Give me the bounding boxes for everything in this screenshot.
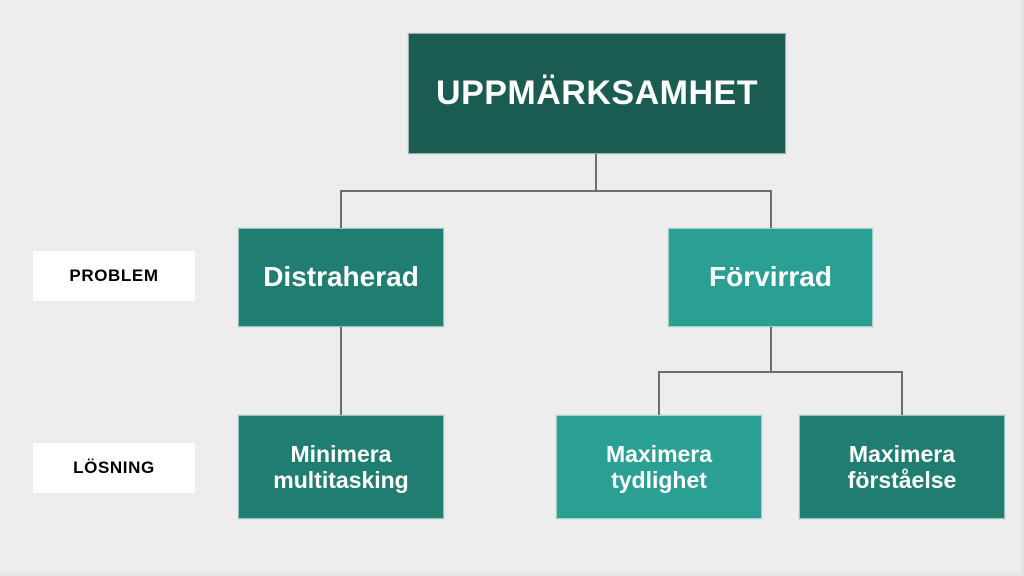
connector-to-forstaelse xyxy=(901,371,903,415)
connector-to-tydlighet xyxy=(658,371,660,415)
connector-root-stem xyxy=(595,154,597,192)
node-distraherad-label: Distraherad xyxy=(263,261,419,293)
connector-problem-crossbar xyxy=(340,190,772,192)
row-label-losning: LÖSNING xyxy=(33,443,195,493)
row-label-problem-text: PROBLEM xyxy=(69,266,159,285)
connector-to-forvirrad xyxy=(770,190,772,228)
node-minimera-multitasking-line1: Minimera xyxy=(290,440,392,467)
node-maximera-tydlighet-line2: tydlighet xyxy=(611,467,707,493)
connector-to-distraherad xyxy=(340,190,342,228)
row-label-losning-text: LÖSNING xyxy=(73,458,155,477)
node-uppmarksamhet[interactable]: UPPMÄRKSAMHET xyxy=(408,33,786,154)
node-maximera-tydlighet-line1: Maximera xyxy=(605,440,713,467)
connector-solution-crossbar xyxy=(658,371,903,373)
node-maximera-forstaelse-line2: förståelse xyxy=(847,467,957,493)
slide-edge-right xyxy=(1021,0,1024,576)
slide-edge-bottom xyxy=(0,573,1024,576)
node-maximera-tydlighet-label: Maximera tydlighet xyxy=(600,441,718,494)
node-forvirrad-label: Förvirrad xyxy=(709,261,832,293)
node-minimera-multitasking-line2: multitasking xyxy=(273,467,409,493)
node-uppmarksamhet-label: UPPMÄRKSAMHET xyxy=(436,73,758,112)
row-label-problem: PROBLEM xyxy=(33,251,195,301)
connector-forvirrad-stem xyxy=(770,327,772,372)
node-minimera-multitasking-label: Minimera multitasking xyxy=(267,441,414,494)
connector-distraherad-to-minimera xyxy=(340,327,342,415)
node-maximera-forstaelse[interactable]: Maximera förståelse xyxy=(799,415,1005,519)
node-distraherad[interactable]: Distraherad xyxy=(238,228,444,327)
node-maximera-forstaelse-line1: Maximera xyxy=(848,440,956,467)
node-forvirrad[interactable]: Förvirrad xyxy=(668,228,873,327)
node-minimera-multitasking[interactable]: Minimera multitasking xyxy=(238,415,444,519)
node-maximera-forstaelse-label: Maximera förståelse xyxy=(842,441,963,494)
node-maximera-tydlighet[interactable]: Maximera tydlighet xyxy=(556,415,762,519)
